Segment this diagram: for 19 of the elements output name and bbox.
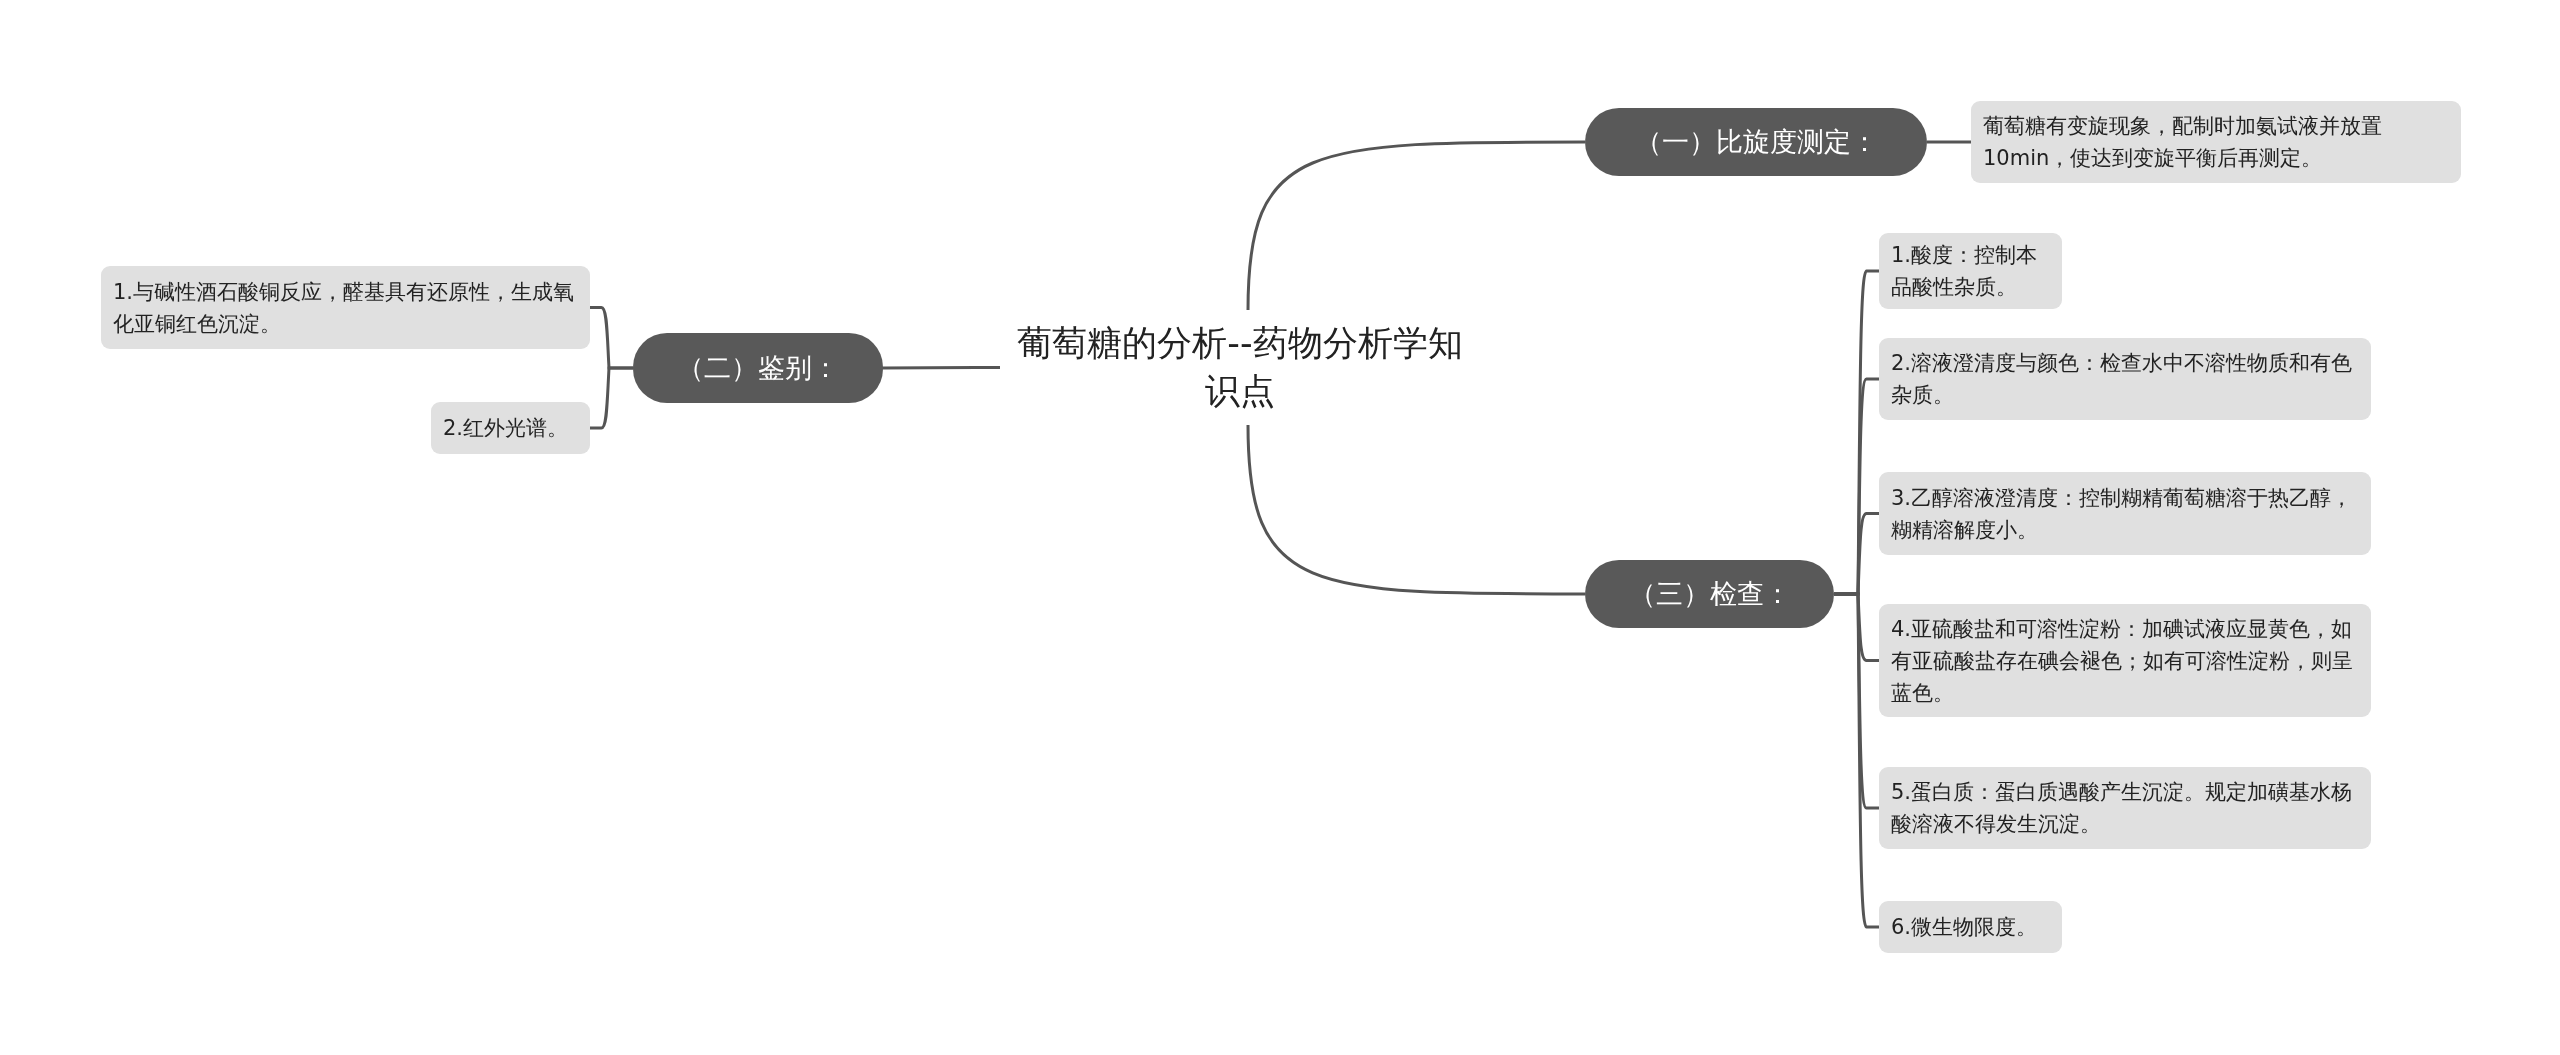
detail-note: 2.溶液澄清度与颜色：检查水中不溶性物质和有色杂质。 — [1879, 338, 2371, 420]
central-topic: 葡萄糖的分析--药物分析学知识点 — [1000, 310, 1480, 425]
detail-note: 6.微生物限度。 — [1879, 901, 2062, 953]
connector-line — [590, 366, 633, 430]
topic-pill: （二）鉴别： — [633, 333, 883, 403]
detail-note: 3.乙醇溶液澄清度：控制糊精葡萄糖溶于热乙醇，糊精溶解度小。 — [1879, 472, 2371, 555]
connector-line — [1927, 140, 1971, 144]
detail-note: 5.蛋白质：蛋白质遇酸产生沉淀。规定加磺基水杨酸溶液不得发生沉淀。 — [1879, 767, 2371, 849]
detail-note: 葡萄糖有变旋现象，配制时加氨试液并放置10min，使达到变旋平衡后再测定。 — [1971, 101, 2461, 183]
topic-pill: （三）检查： — [1585, 560, 1834, 628]
detail-note: 1.酸度：控制本品酸性杂质。 — [1879, 233, 2062, 309]
connector-line — [1834, 592, 1879, 929]
detail-note: 1.与碱性酒石酸铜反应，醛基具有还原性，生成氧化亚铜红色沉淀。 — [101, 266, 590, 349]
topic-pill: （一）比旋度测定： — [1585, 108, 1927, 176]
detail-note: 4.亚硫酸盐和可溶性淀粉：加碘试液应显黄色，如有亚硫酸盐存在碘会褪色；如有可溶性淀粉，则呈蓝色。 — [1879, 604, 2371, 717]
connector-line — [1246, 140, 1585, 311]
connector-line — [1246, 424, 1585, 596]
connector-line — [883, 366, 1000, 370]
detail-note: 2.红外光谱。 — [431, 402, 590, 454]
